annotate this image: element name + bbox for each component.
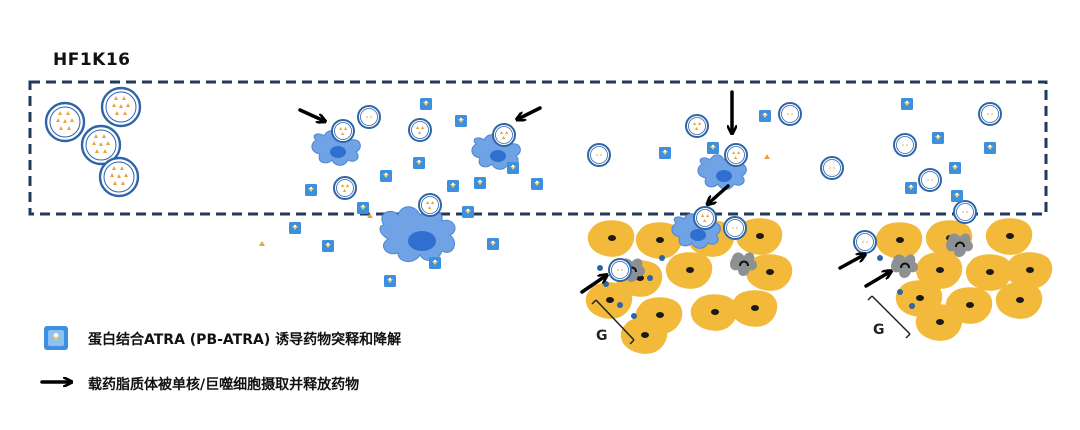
tumor-tissue-region-2 — [876, 218, 1052, 341]
uptake-arrows — [300, 92, 888, 292]
legend-item-pb-atra: 蛋白结合ATRA (PB-ATRA) 诱导药物突释和降解 — [88, 329, 401, 349]
liposome-cluster — [46, 88, 140, 196]
protein-bound-atra-icon — [44, 326, 68, 350]
tissue-label-g1: G — [596, 328, 608, 344]
legend-item-uptake: 载药脂质体被单核/巨噬细胞摄取并释放药物 — [88, 374, 359, 394]
tissue-label-g2: G — [873, 322, 885, 338]
pb-atra-particles — [289, 98, 996, 287]
diagram-title: HF1K16 — [53, 50, 131, 70]
macrophage-group — [312, 120, 747, 262]
